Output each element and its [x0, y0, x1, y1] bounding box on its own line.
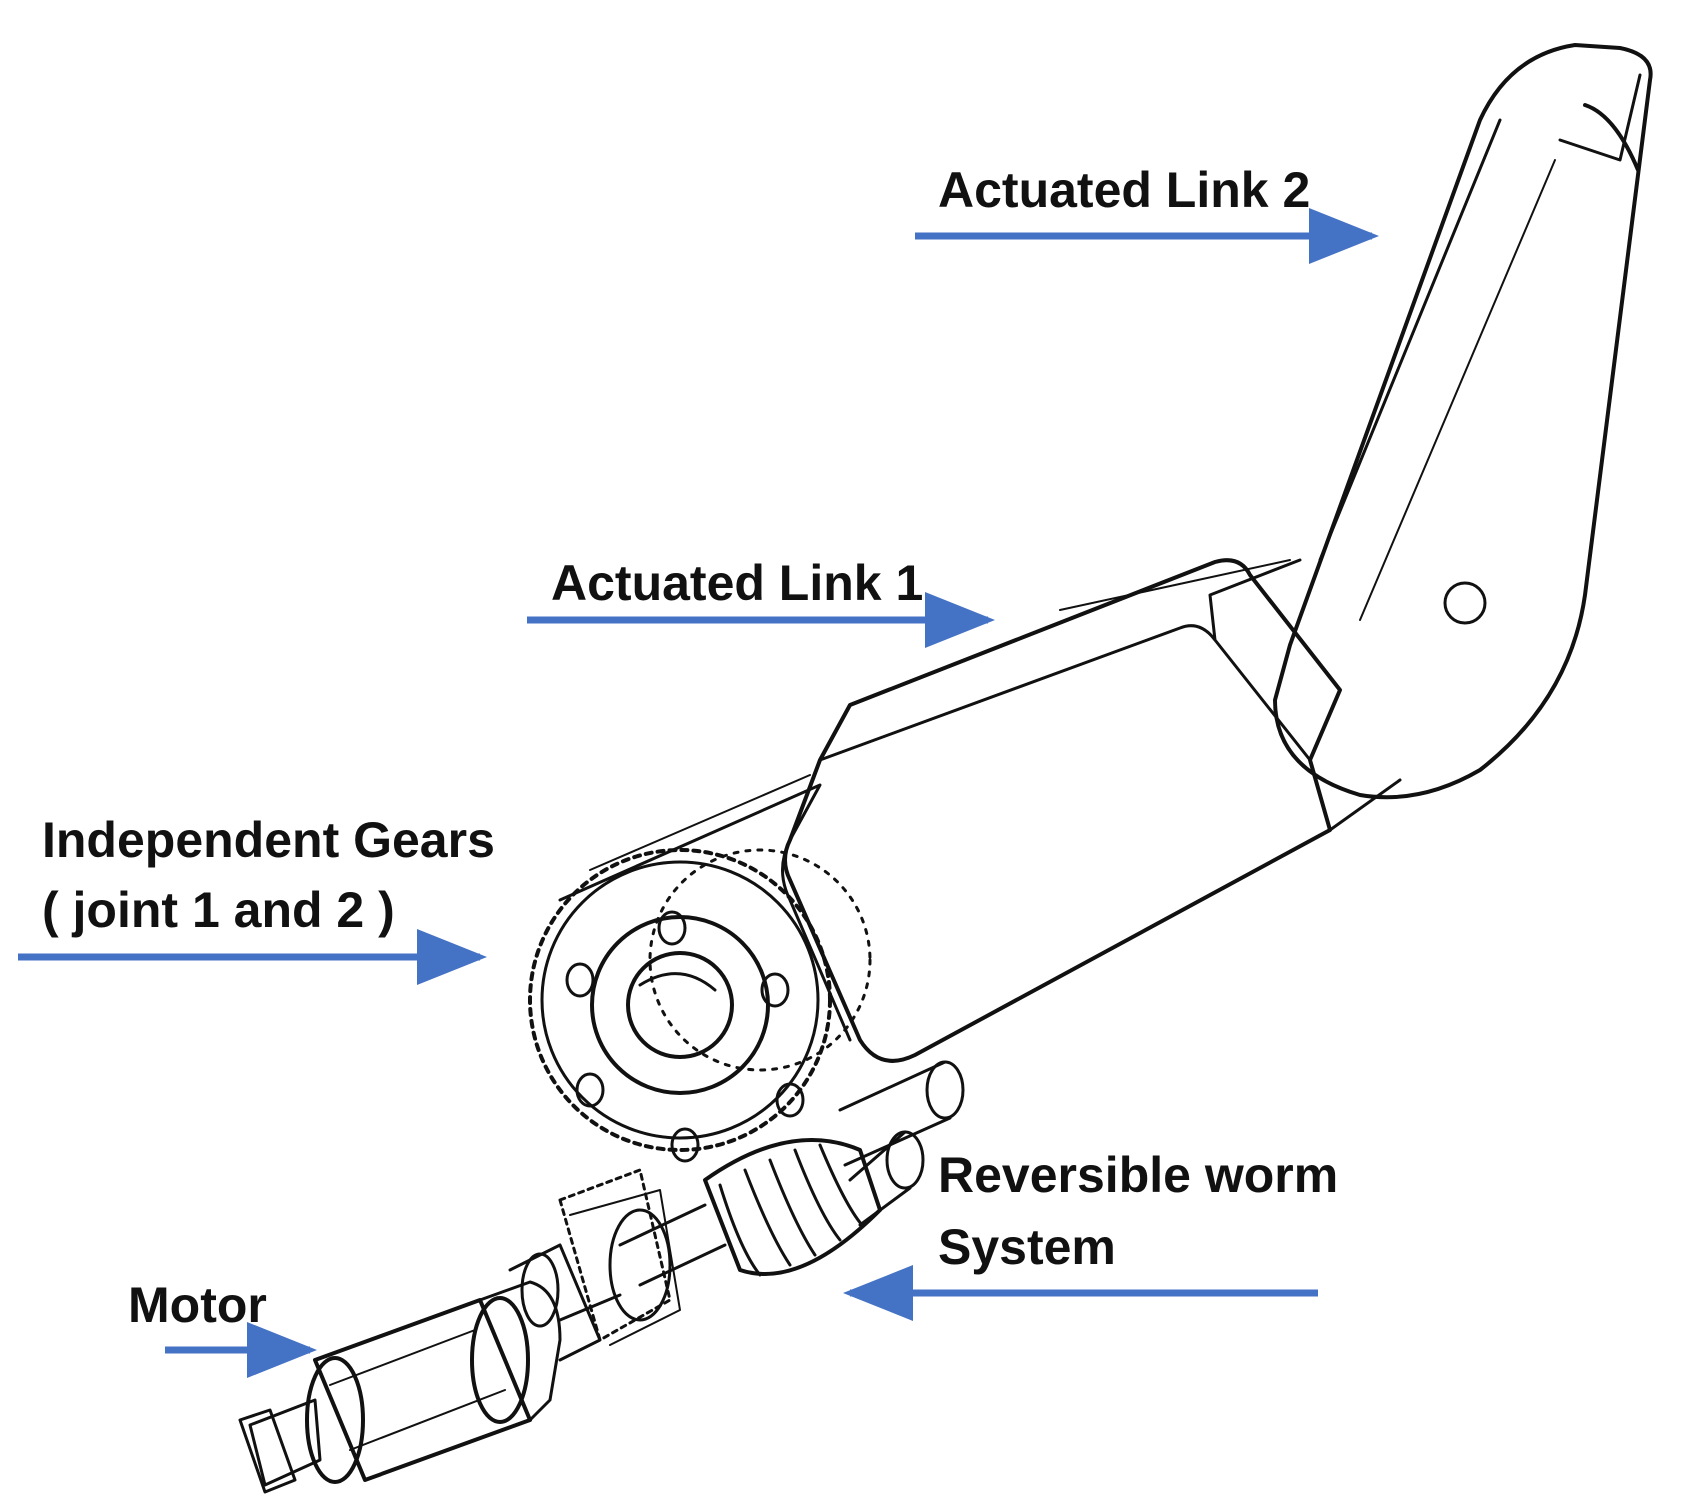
label-actuated-link-2: Actuated Link 2 [938, 162, 1311, 218]
label-independent-gears: Independent Gears [42, 812, 495, 868]
label-worm-system: System [938, 1219, 1116, 1275]
label-reversible-worm: Reversible worm [938, 1147, 1339, 1203]
actuated-link-1-housing [783, 558, 1402, 1063]
label-joint-note: ( joint 1 and 2 ) [42, 882, 395, 938]
independent-gears [528, 848, 872, 1163]
link-1-back-plate [558, 774, 852, 1042]
motor [238, 1243, 622, 1494]
actuated-link-2-body [1273, 43, 1653, 800]
spur-gear-train [558, 1168, 681, 1346]
label-actuated-link-1: Actuated Link 1 [551, 555, 924, 611]
reversible-worm-system [618, 1060, 965, 1287]
label-motor: Motor [128, 1277, 267, 1333]
